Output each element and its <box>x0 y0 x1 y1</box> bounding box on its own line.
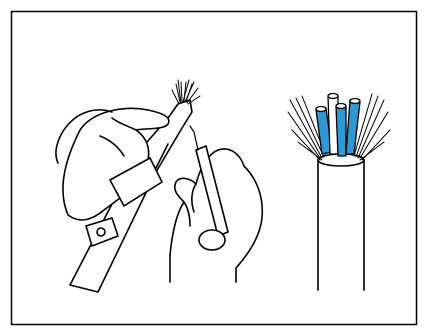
conductor-blue-right <box>346 100 360 154</box>
frayed-strands <box>172 80 200 104</box>
cable-jacket <box>318 154 364 290</box>
inner-conductors <box>316 94 360 157</box>
conductor-blue-center <box>336 106 346 156</box>
hands-stripping-cable <box>56 80 262 292</box>
stripped-cable-end <box>288 94 390 291</box>
